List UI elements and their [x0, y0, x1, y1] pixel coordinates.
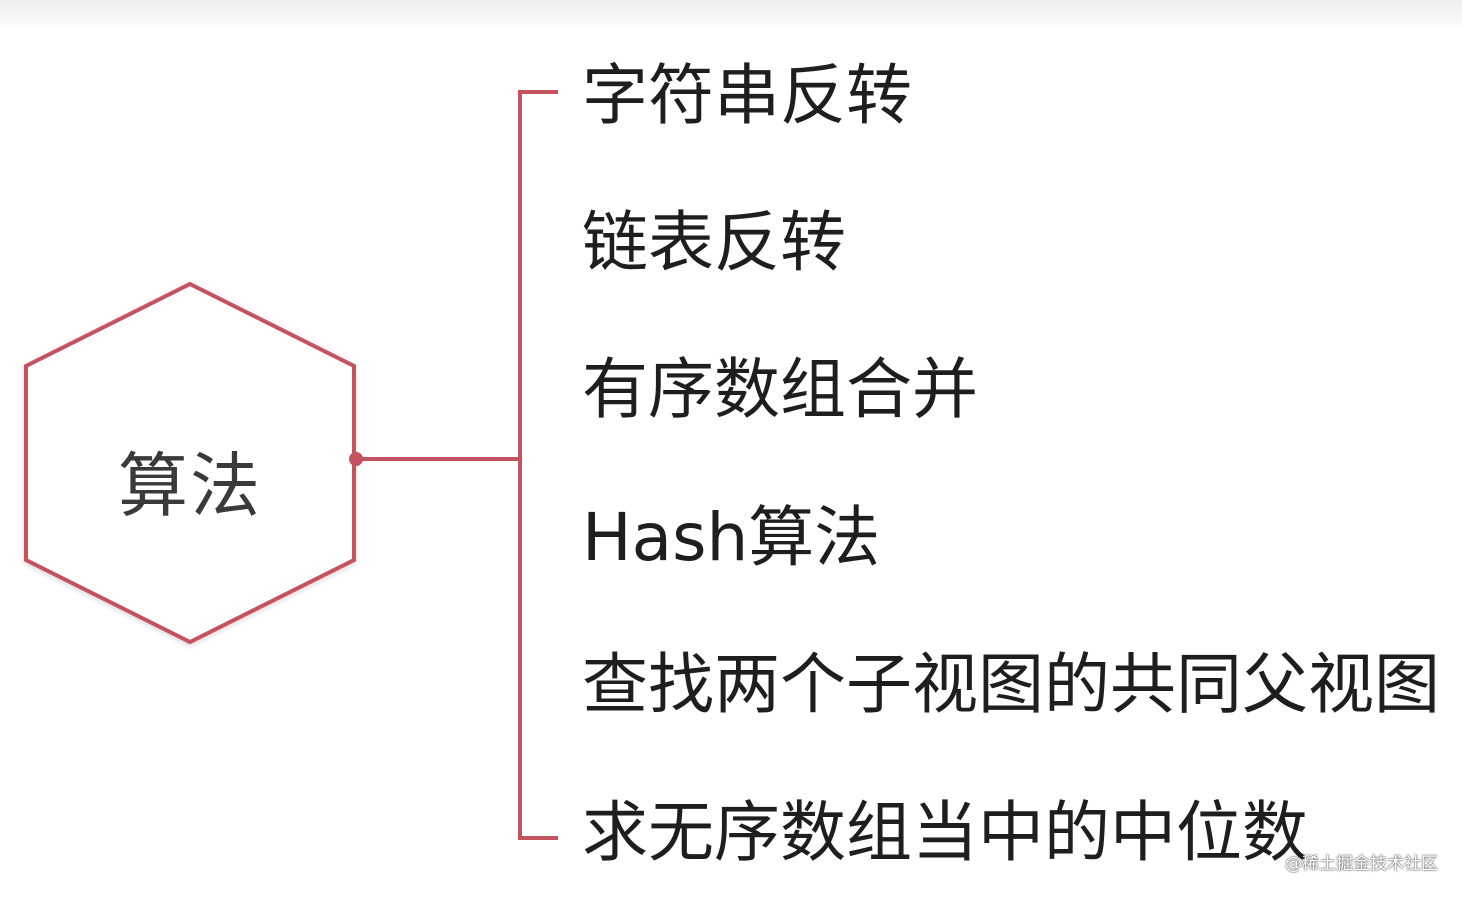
branch-item-common-superview[interactable]: 查找两个子视图的共同父视图 — [582, 646, 1440, 723]
branch-item-merge-sorted-arrays[interactable]: 有序数组合并 — [582, 351, 978, 428]
branch-item-linked-list-reverse[interactable]: 链表反转 — [582, 204, 846, 281]
branch-item-hash-algorithm[interactable]: Hash算法 — [582, 499, 881, 576]
watermark: @稀土掘金技术社区 — [1285, 854, 1438, 874]
branch-bracket — [518, 90, 558, 840]
connector-dot — [349, 452, 363, 466]
center-hexagon[interactable] — [24, 281, 356, 645]
branch-item-median-unsorted[interactable]: 求无序数组当中的中位数 — [582, 794, 1308, 871]
top-gradient — [0, 0, 1462, 30]
center-topic-label[interactable]: 算法 — [118, 444, 262, 527]
branch-item-string-reverse[interactable]: 字符串反转 — [582, 57, 912, 134]
